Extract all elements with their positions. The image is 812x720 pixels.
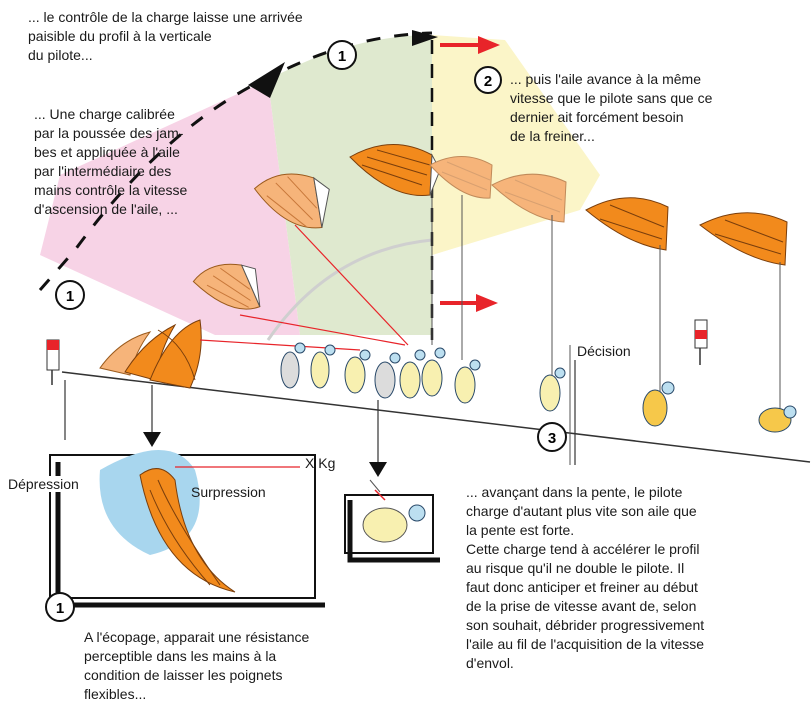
inset-load xyxy=(345,480,440,560)
svg-text:1: 1 xyxy=(338,48,346,65)
caption-line: condition de laisser les poignets xyxy=(84,666,309,685)
caption-line: vitesse que le pilote sans que ce xyxy=(510,89,712,108)
caption-line: la pente est forte. xyxy=(466,521,704,540)
caption-line: son souhait, débrider progressivement xyxy=(466,616,704,635)
caption-bottom-left: A l'écopage, apparait une résistance per… xyxy=(84,628,309,704)
label-depression: Dépression xyxy=(6,476,81,492)
svg-text:1: 1 xyxy=(66,288,74,305)
windsock-left xyxy=(47,340,59,385)
caption-line: ... Une charge calibrée xyxy=(34,105,187,124)
caption-line: paisible du profil à la verticale xyxy=(28,27,303,46)
badge-top-arc: 1 xyxy=(328,41,356,69)
caption-line: l'aile au fil de l'acquisition de la vit… xyxy=(466,635,704,654)
caption-line: ... avançant dans la pente, le pilote xyxy=(466,483,704,502)
caption-left-middle: ... Une charge calibrée par la poussée d… xyxy=(34,105,187,219)
caption-bottom-right: ... avançant dans la pente, le pilote ch… xyxy=(466,483,704,673)
label-xkg: X Kg xyxy=(305,455,335,471)
caption-line: au risque qu'il ne double le pilote. Il xyxy=(466,559,704,578)
wing-advance-4 xyxy=(700,213,787,265)
caption-line: ... le contrôle de la charge laisse une … xyxy=(28,8,303,27)
label-surpression: Surpression xyxy=(191,484,266,500)
caption-line: d'ascension de l'aile, ... xyxy=(34,200,187,219)
caption-line: par l'intermédiaire des xyxy=(34,162,187,181)
caption-line: mains contrôle la vitesse xyxy=(34,181,187,200)
caption-line: ... puis l'aile avance à la même xyxy=(510,70,712,89)
caption-line: charge d'autant plus vite son aile que xyxy=(466,502,704,521)
inset-pressure xyxy=(50,450,325,605)
svg-text:3: 3 xyxy=(548,430,556,447)
caption-line: faut donc anticiper et freiner au début xyxy=(466,578,704,597)
badge-left-arc: 1 xyxy=(56,281,84,309)
caption-line: perceptible dans les mains à la xyxy=(84,647,309,666)
caption-top-left: ... le contrôle de la charge laisse une … xyxy=(28,8,303,65)
badge-phase-three: 3 xyxy=(538,423,566,451)
caption-line: d'envol. xyxy=(466,654,704,673)
pilot-group xyxy=(281,343,796,432)
pointer-arrow-right xyxy=(369,462,387,477)
windsock-right xyxy=(695,320,707,365)
caption-line: Cette charge tend à accélérer le profil xyxy=(466,540,704,559)
caption-line: dernier ait forcément besoin xyxy=(510,108,712,127)
caption-line: de la prise de vitesse avant de, selon xyxy=(466,597,704,616)
caption-line: flexibles... xyxy=(84,685,309,704)
wing-advance-3 xyxy=(586,198,668,250)
caption-line: du pilote... xyxy=(28,46,303,65)
red-arrow-mid-head xyxy=(476,294,498,312)
caption-line: bes et appliquée à l'aile xyxy=(34,143,187,162)
caption-top-right: ... puis l'aile avance à la même vitesse… xyxy=(510,70,712,146)
badge-inset: 1 xyxy=(46,593,74,621)
svg-text:1: 1 xyxy=(56,600,64,617)
caption-line: A l'écopage, apparait une résistance xyxy=(84,628,309,647)
svg-text:2: 2 xyxy=(484,73,492,90)
pointer-arrow-left xyxy=(143,432,161,447)
label-decision: Décision xyxy=(577,343,631,359)
caption-line: par la poussée des jam- xyxy=(34,124,187,143)
caption-line: de la freiner... xyxy=(510,127,712,146)
badge-phase-two: 2 xyxy=(475,67,501,93)
